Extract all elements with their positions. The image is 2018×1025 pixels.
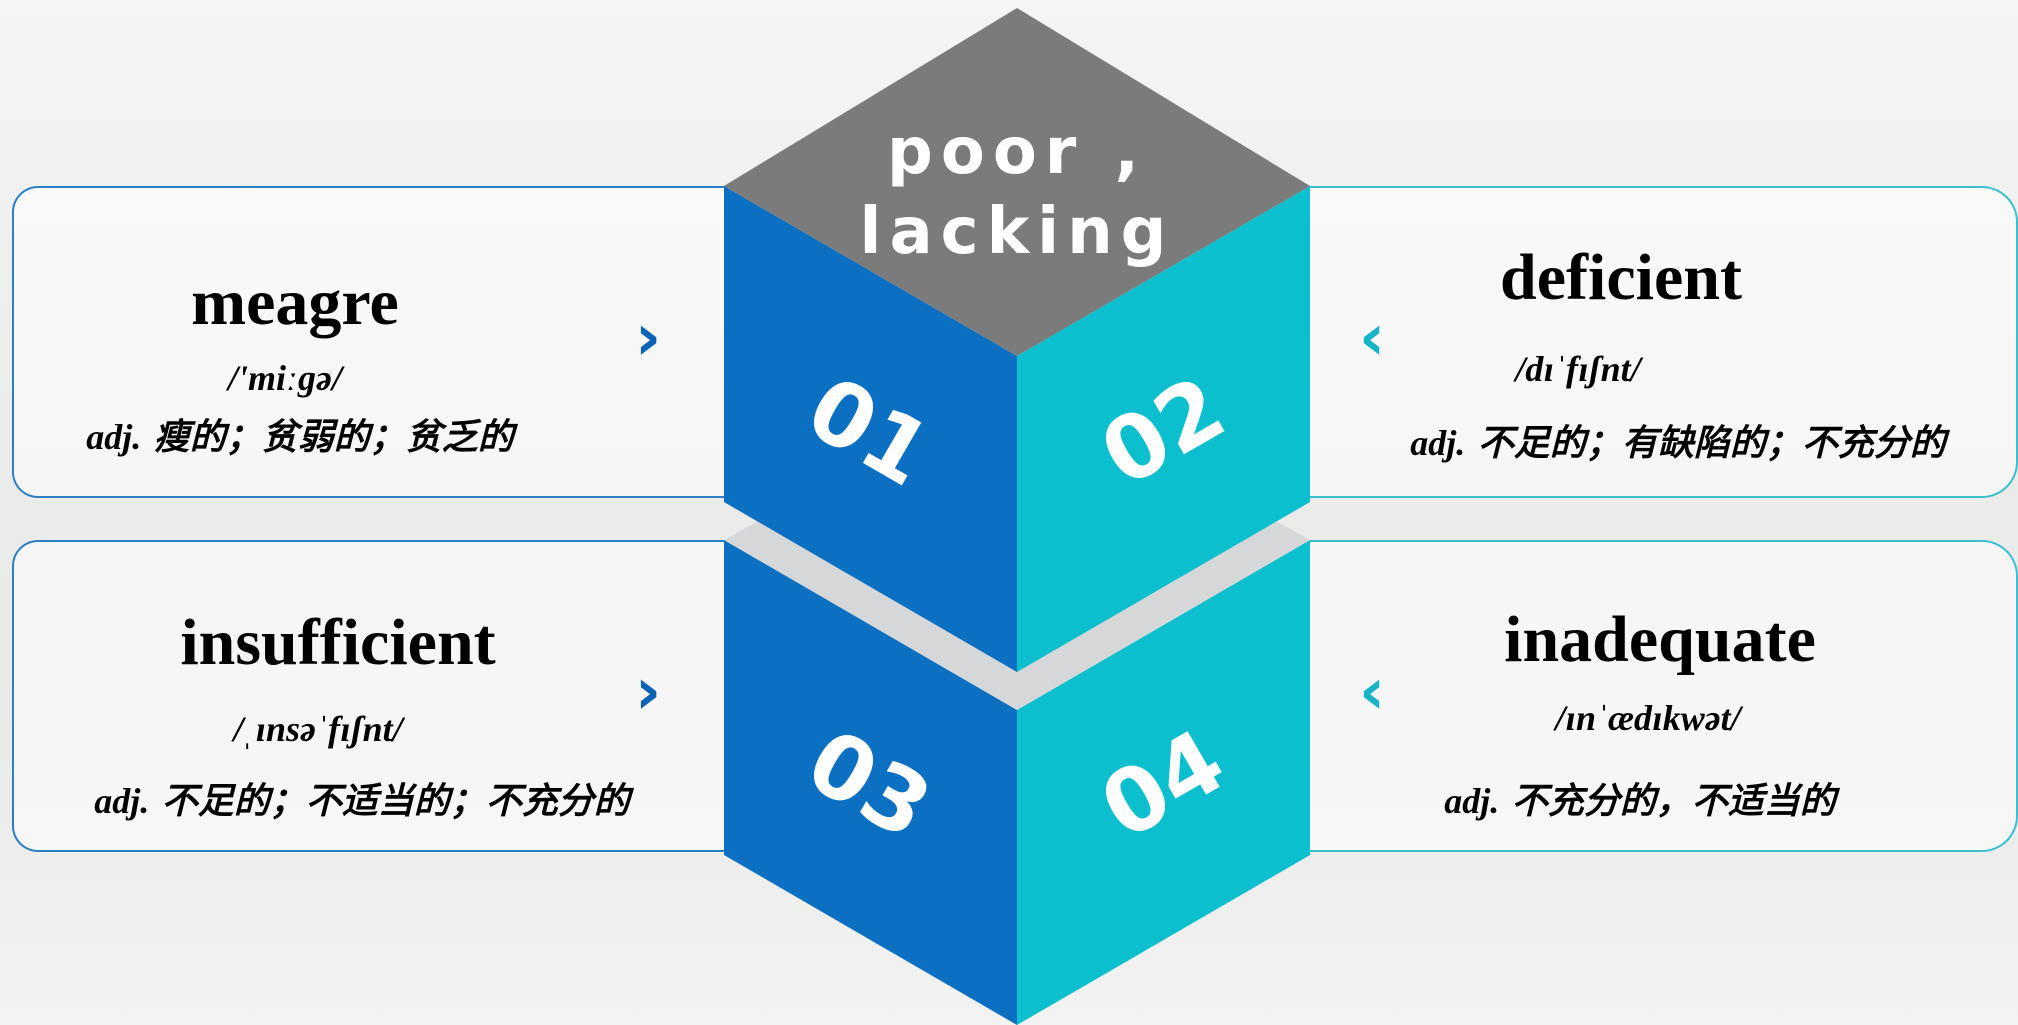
word-deficient: deficient (1500, 241, 1742, 314)
chevron-right-icon: › (634, 301, 662, 375)
phonetic-insufficient: /ˌɪnsəˈfɪʃnt/ (233, 709, 403, 749)
cube-title-line-1: poor , (887, 115, 1147, 189)
word-meagre: meagre (191, 266, 399, 339)
card-insufficient (12, 540, 730, 852)
cube-title-line-2: lacking (859, 195, 1175, 269)
cube-face-02 (1017, 186, 1310, 672)
phonetic-deficient: /dɪˈfɪʃnt/ (1515, 349, 1641, 389)
meaning-insufficient: adj. 不足的；不适当的；不充分的 (94, 781, 630, 822)
meaning-deficient: adj. 不足的；有缺陷的；不充分的 (1410, 423, 1946, 464)
chevron-right-icon: › (634, 655, 662, 729)
card-meagre (12, 186, 730, 498)
cube-top-face (724, 8, 1310, 356)
word-insufficient: insufficient (180, 606, 496, 679)
card-deficient (1310, 186, 2018, 498)
cube-face-04 (1017, 540, 1310, 1025)
phonetic-inadequate: /ɪnˈædɪkwət/ (1555, 698, 1741, 738)
phonetic-meagre: /'miːgə/ (228, 358, 342, 398)
cube-title: poor , lacking (817, 112, 1217, 272)
chevron-left-icon: ‹ (1358, 301, 1386, 375)
card-inadequate (1310, 540, 2018, 852)
chevron-left-icon: ‹ (1358, 655, 1386, 729)
meaning-inadequate: adj. 不充分的，不适当的 (1444, 781, 1836, 822)
word-inadequate: inadequate (1504, 603, 1816, 676)
cube-face-03 (724, 540, 1017, 1025)
cube-face-01 (724, 186, 1017, 672)
meaning-meagre: adj. 瘦的；贫弱的；贫乏的 (86, 417, 514, 458)
